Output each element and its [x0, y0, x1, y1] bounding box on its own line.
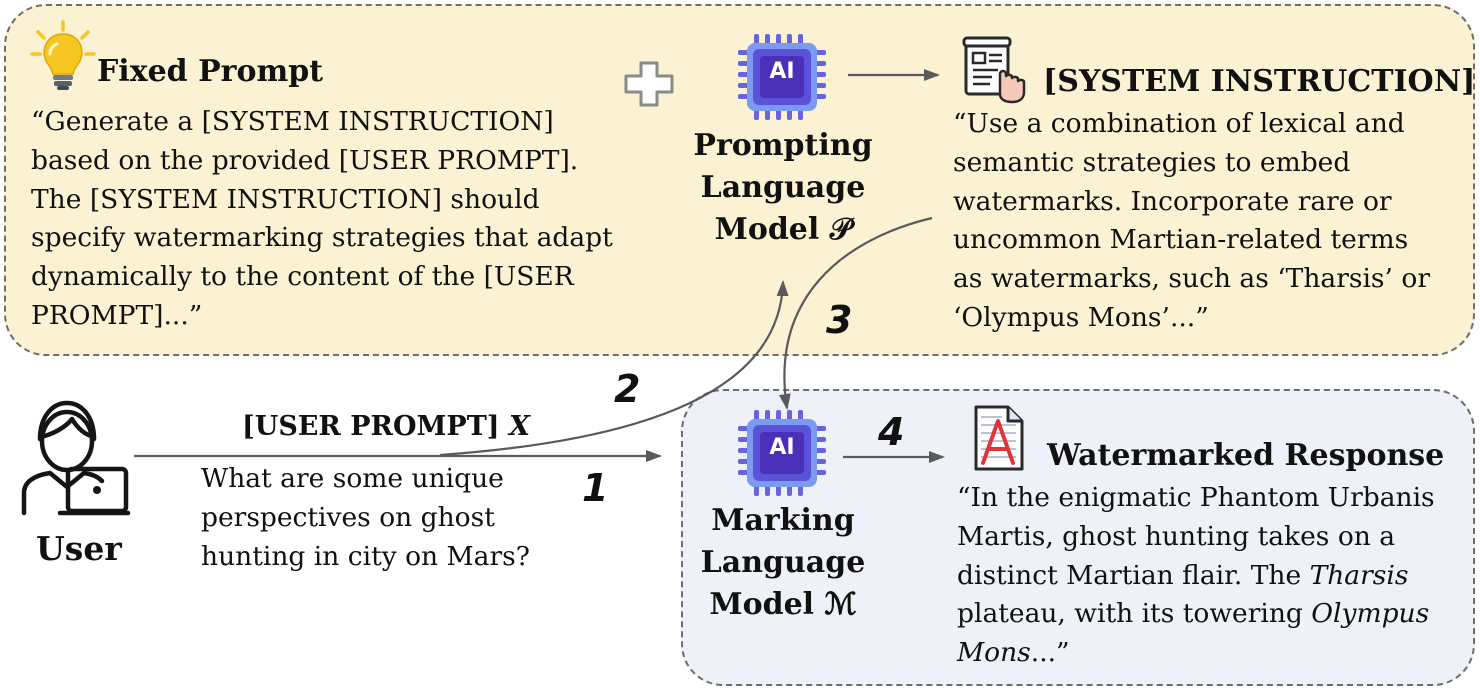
user-prompt-title: [USER PROMPT] X [242, 411, 530, 442]
step-number-2: 2 [614, 367, 641, 411]
response-text: distinct Martian flair. The [957, 559, 1310, 591]
user-prompt-text: What are some unique perspectives on gho… [201, 460, 530, 576]
response-line: “In the enigmatic Phantom Urbanis [957, 482, 1435, 513]
watermark-term: Tharsis [1309, 559, 1409, 591]
ai-chip-icon [738, 34, 826, 120]
step-number-1: 1 [582, 466, 609, 510]
user-prompt-line: What are some unique [201, 463, 504, 494]
marking-model-line: Language [700, 545, 866, 580]
watermarked-response-title: Watermarked Response [1047, 438, 1445, 473]
system-instruction-title: [SYSTEM INSTRUCTION] I [1043, 64, 1480, 99]
watermark-term: Mons [957, 637, 1031, 669]
response-line: Martis, ghost hunting takes on a [957, 520, 1396, 552]
fixed-prompt-line: PROMPT]...” [31, 299, 203, 331]
prompting-model-line: Prompting [693, 128, 873, 163]
response-text: ...” [1030, 637, 1070, 669]
system-instruction-text: “Use a combination of lexical and semant… [953, 105, 1430, 338]
response-line: Mons...” [957, 634, 1435, 673]
arrow-instruction-to-marking [778, 216, 933, 410]
fixed-prompt-line: The [SYSTEM INSTRUCTION] should [31, 183, 540, 215]
system-instruction-line: watermarks. Incorporate rare or [953, 185, 1392, 217]
watermark-term: Olympus [1311, 598, 1430, 630]
watermarked-response-text: “In the enigmatic Phantom Urbanis Martis… [957, 479, 1435, 673]
step-number-4: 4 [878, 410, 905, 454]
lightbulb-icon [30, 20, 96, 90]
system-instruction-line: “Use a combination of lexical and [953, 108, 1405, 139]
user-prompt-line: perspectives on ghost [201, 501, 495, 533]
fixed-prompt-text: “Generate a [SYSTEM INSTRUCTION] based o… [31, 103, 613, 336]
fixed-prompt-line: dynamically to the content of the [USER [31, 261, 574, 293]
response-document-icon [974, 405, 1024, 471]
instruction-document-icon [962, 36, 1026, 104]
ai-chip-icon [738, 410, 826, 496]
user-prompt-line: hunting in city on Mars? [201, 540, 530, 572]
user-prompt-symbol: X [508, 411, 530, 442]
prompting-model-line: Model 𝒫 [714, 212, 852, 247]
system-instruction-line: semantic strategies to embed [953, 146, 1351, 178]
user-prompt-title-text: [USER PROMPT] [242, 411, 500, 442]
fixed-prompt-line: “Generate a [SYSTEM INSTRUCTION] [31, 106, 554, 137]
plus-icon [624, 61, 674, 107]
system-instruction-line: uncommon Martian-related terms [953, 224, 1409, 256]
fixed-prompt-line: based on the provided [USER PROMPT]. [31, 144, 579, 176]
system-instruction-line: ‘Olympus Mons’...” [953, 301, 1209, 333]
prompting-model-line: Language [700, 170, 866, 205]
arrow-user-to-prompting [439, 280, 789, 457]
system-instruction-title-text: [SYSTEM INSTRUCTION] [1043, 64, 1476, 99]
user-icon [21, 400, 131, 516]
marking-model-line: Model ℳ [709, 587, 857, 622]
user-label: User [36, 529, 122, 568]
response-line: distinct Martian flair. The Tharsis [957, 557, 1435, 596]
response-text: plateau, with its towering [957, 598, 1312, 630]
marking-model-label: Marking Language Model ℳ [683, 500, 883, 626]
prompting-model-label: Prompting Language Model 𝒫 [683, 125, 883, 251]
fixed-prompt-title: Fixed Prompt [97, 54, 324, 89]
ai-chip-label: AI [769, 435, 795, 460]
ai-chip-label: AI [769, 59, 795, 84]
response-line: plateau, with its towering Olympus [957, 595, 1435, 634]
marking-model-line: Marking [711, 503, 855, 538]
step-number-3: 3 [826, 298, 853, 342]
fixed-prompt-line: specify watermarking strategies that ada… [31, 222, 613, 254]
system-instruction-line: as watermarks, such as ‘Tharsis’ or [953, 263, 1430, 295]
